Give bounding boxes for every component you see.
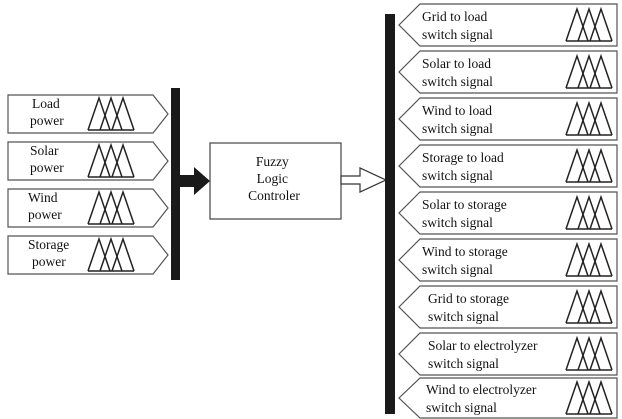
fuzzy-logic-controller: Fuzzy Logic Controler bbox=[209, 142, 342, 220]
output-block: Solar to electrolyzer switch signal bbox=[398, 332, 618, 376]
output-pentagon bbox=[398, 238, 618, 282]
membership-function-icon bbox=[87, 95, 135, 131]
membership-function-icon bbox=[87, 189, 135, 225]
output-pentagon bbox=[398, 50, 618, 94]
membership-function-icon bbox=[87, 142, 135, 178]
membership-function-icon bbox=[565, 288, 613, 324]
output-block: Wind to storage switch signal bbox=[398, 238, 618, 282]
output-pentagon bbox=[398, 3, 618, 47]
output-label: Solar to load switch signal bbox=[422, 56, 494, 89]
output-label: Grid to load switch signal bbox=[422, 9, 493, 42]
membership-function-icon bbox=[565, 6, 613, 42]
output-bus-bar bbox=[385, 14, 395, 414]
membership-function-icon bbox=[565, 53, 613, 89]
input-arrow bbox=[180, 167, 210, 195]
output-block: Wind to electrolyzer switch signal bbox=[398, 377, 618, 419]
input-label: Wind power bbox=[28, 190, 62, 222]
input-block-load-power: Load power bbox=[7, 94, 169, 134]
membership-function-icon bbox=[565, 241, 613, 277]
input-block-solar-power: Solar power bbox=[7, 141, 169, 181]
output-label: Solar to storage switch signal bbox=[422, 197, 510, 230]
input-block-wind-power: Wind power bbox=[7, 188, 169, 228]
membership-function-icon bbox=[565, 147, 613, 183]
membership-function-icon bbox=[565, 379, 613, 415]
membership-function-icon bbox=[565, 335, 613, 371]
output-pentagon bbox=[398, 191, 618, 235]
output-pentagon bbox=[398, 285, 618, 329]
membership-function-icon bbox=[87, 236, 135, 272]
output-label: Wind to load switch signal bbox=[422, 103, 495, 136]
controller-label: Fuzzy Logic Controler bbox=[248, 154, 300, 203]
output-arrow bbox=[340, 167, 388, 193]
input-label: Storage power bbox=[28, 237, 73, 269]
output-label: Storage to load switch signal bbox=[422, 150, 507, 183]
membership-function-icon bbox=[565, 194, 613, 230]
output-block: Grid to storage switch signal bbox=[398, 285, 618, 329]
output-label: Grid to storage switch signal bbox=[428, 291, 512, 324]
output-block: Grid to load switch signal bbox=[398, 3, 618, 47]
input-label: Solar power bbox=[30, 143, 64, 175]
input-block-storage-power: Storage power bbox=[7, 235, 169, 275]
output-pentagon bbox=[398, 144, 618, 188]
output-pentagon bbox=[398, 97, 618, 141]
input-bus-bar bbox=[171, 88, 180, 280]
controller-box bbox=[209, 142, 342, 220]
output-block: Wind to load switch signal bbox=[398, 97, 618, 141]
output-pentagon bbox=[398, 377, 618, 419]
input-blocks: Load power Solar power Wind power bbox=[7, 94, 169, 275]
output-blocks: Grid to load switch signal Solar to load… bbox=[398, 3, 618, 419]
output-block: Solar to load switch signal bbox=[398, 50, 618, 94]
output-pentagon bbox=[398, 332, 618, 376]
membership-function-icon bbox=[565, 100, 613, 136]
input-pentagon bbox=[7, 188, 169, 228]
output-block: Storage to load switch signal bbox=[398, 144, 618, 188]
output-block: Solar to storage switch signal bbox=[398, 191, 618, 235]
output-label: Wind to storage switch signal bbox=[422, 244, 511, 277]
input-pentagon bbox=[7, 235, 169, 275]
input-pentagon bbox=[7, 94, 169, 134]
input-label: Load power bbox=[30, 96, 64, 128]
output-label: Wind to electrolyzer switch signal bbox=[426, 382, 540, 415]
input-pentagon bbox=[7, 141, 169, 181]
output-label: Solar to electrolyzer switch signal bbox=[428, 338, 541, 371]
